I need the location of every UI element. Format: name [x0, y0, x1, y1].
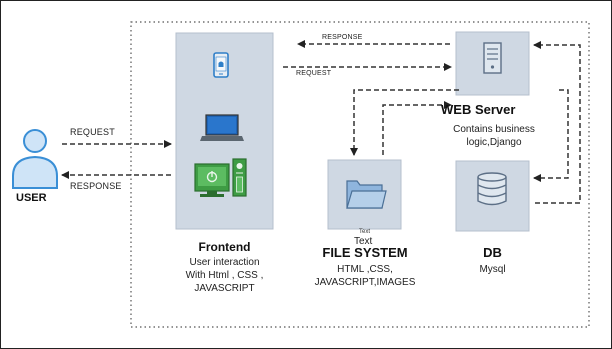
user-response-label: RESPONSE	[70, 181, 122, 191]
db-title: DB	[483, 245, 502, 260]
db-to-server-connector	[533, 41, 581, 204]
web-server-title: WEB Server	[441, 102, 516, 117]
file-system-desc-line2: JAVASCRIPT,IMAGES	[314, 277, 416, 288]
web-server-desc-line2: logic,Django	[466, 137, 522, 148]
frontend-desc-line1: User interaction	[189, 257, 260, 268]
server-to-filesystem-connector	[350, 89, 459, 156]
user-label: USER	[16, 192, 47, 204]
user-request-label: REQUEST	[70, 127, 115, 137]
file-system-stray-text-2: Text	[354, 236, 373, 247]
database-icon	[477, 172, 507, 206]
file-system-stray-text-1: Text	[359, 229, 371, 235]
folder-icon	[346, 180, 387, 209]
file-system-title: FILE SYSTEM	[322, 245, 408, 260]
frontend-desc-line2: With Html , CSS ,	[185, 270, 264, 281]
file-system-desc-line1: HTML ,CSS,	[337, 264, 393, 275]
web-server-desc-line1: Contains business	[453, 124, 535, 135]
server-response-label: RESPONSE	[322, 34, 363, 41]
laptop-icon	[200, 114, 244, 141]
filesystem-to-server-connector	[382, 101, 452, 155]
user-icon	[12, 129, 58, 189]
server-request-label: REQUEST	[296, 70, 332, 77]
frontend-desc-line3: JAVASCRIPT	[194, 283, 255, 294]
desktop-computer-icon	[194, 158, 247, 197]
db-desc-line1: Mysql	[479, 264, 506, 275]
mobile-icon	[213, 52, 229, 78]
server-to-db-connector	[533, 89, 569, 182]
server-icon	[483, 42, 502, 74]
frontend-title: Frontend	[198, 240, 251, 254]
